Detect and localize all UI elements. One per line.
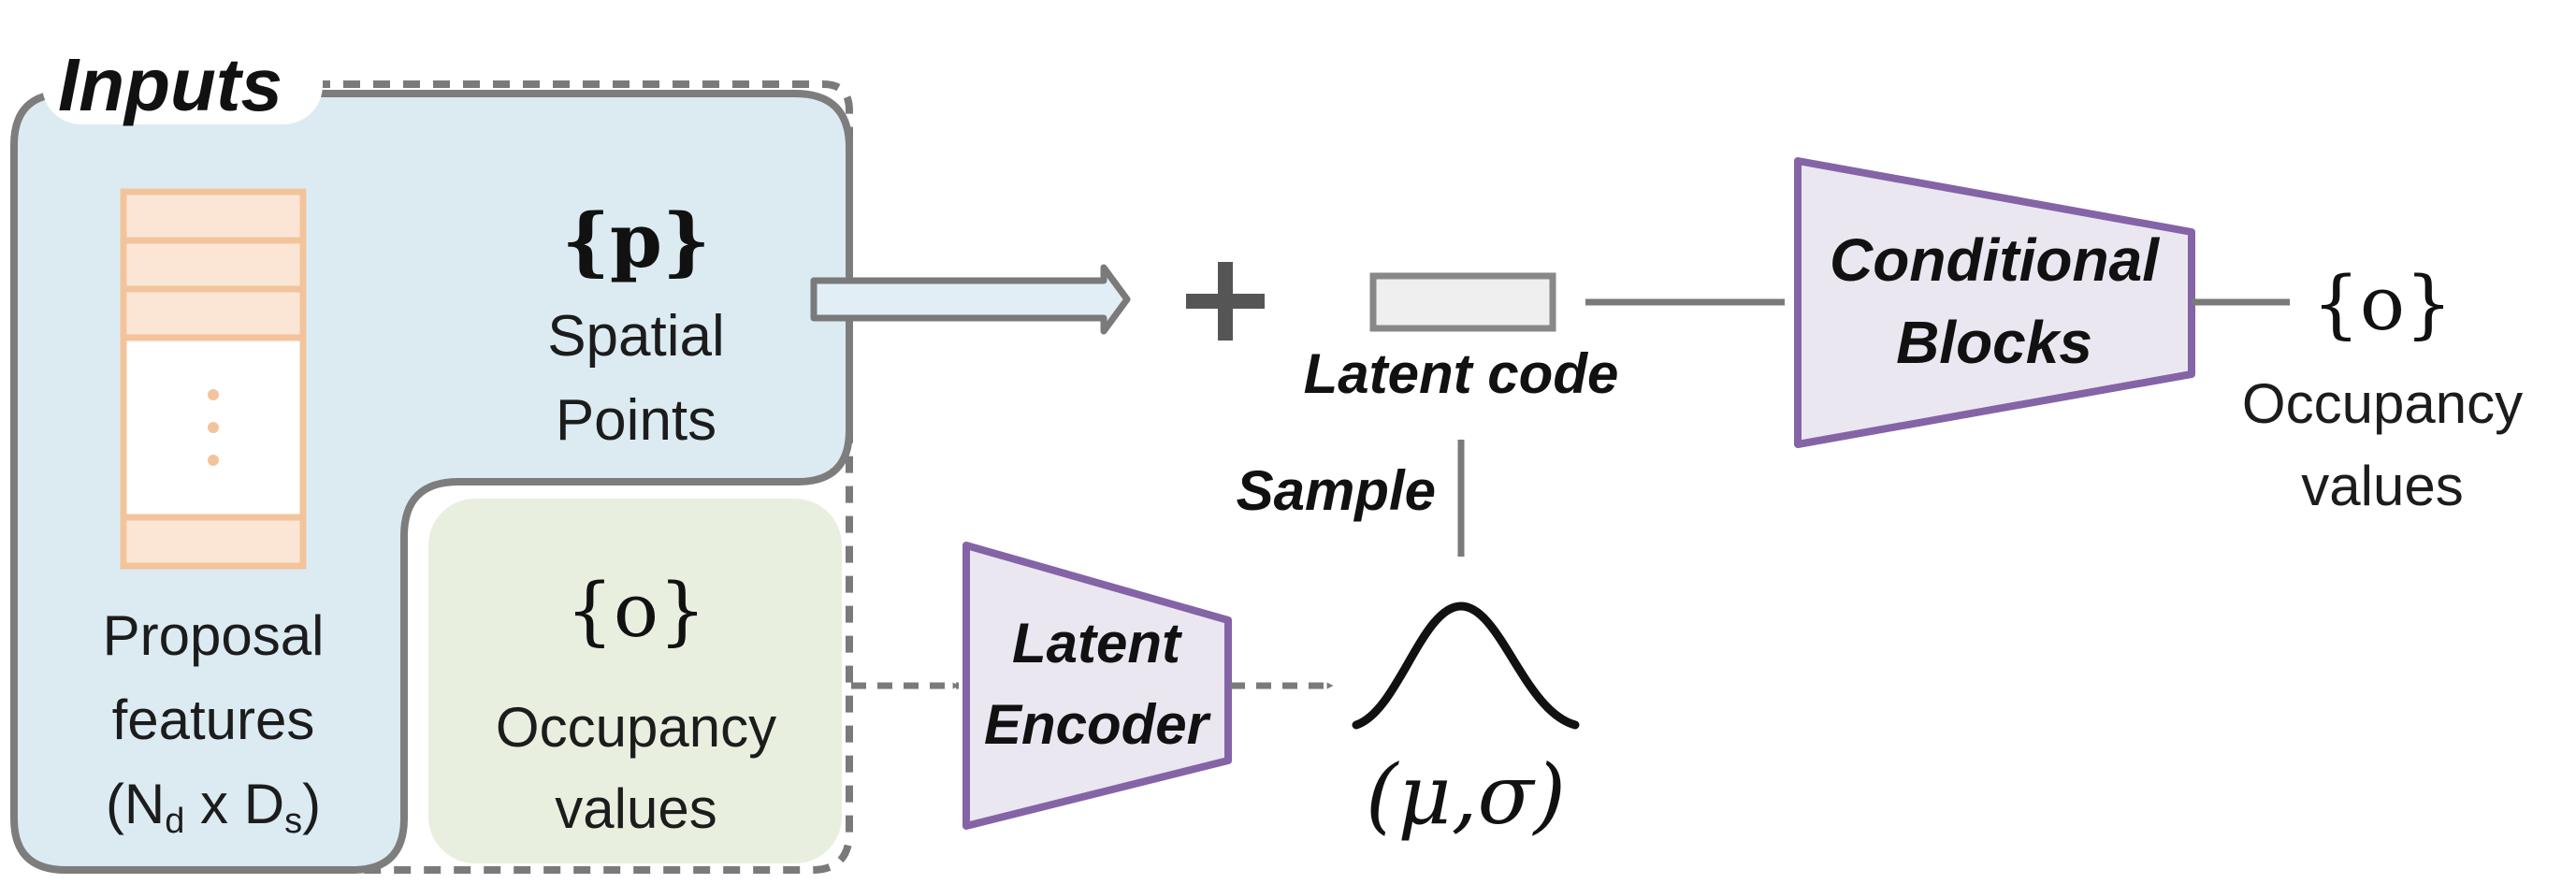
proposal-features-line1: Proposal <box>103 604 325 667</box>
inputs-title-badge <box>42 42 323 124</box>
occupancy-input-line1: Occupancy <box>496 696 776 759</box>
conditional-blocks-line2: Blocks <box>1896 309 2092 376</box>
proposal-feature-stack <box>120 188 307 570</box>
ellipsis-dot <box>208 422 219 433</box>
latent-encoder-line1: Latent <box>1012 612 1183 674</box>
conditional-blocks-line1: Conditional <box>1830 226 2160 294</box>
proposal-features-line2: features <box>112 688 315 751</box>
feature-row <box>120 237 307 293</box>
occupancy-input-line2: values <box>555 777 716 840</box>
feature-row <box>120 514 307 570</box>
occupancy-input-panel <box>428 499 842 863</box>
spatial-points-line2: Points <box>556 388 716 453</box>
latent-code-label: Latent code <box>1304 342 1619 405</box>
feature-row <box>120 188 307 244</box>
distribution-label: (μ,σ) <box>1366 746 1566 843</box>
plus-sign <box>1186 262 1265 341</box>
occupancy-dashed-outline <box>313 80 853 874</box>
occupancy-input-symbol: {o} <box>566 567 706 654</box>
inputs-title: Inputs <box>58 43 282 126</box>
ellipsis-dot <box>208 389 219 400</box>
feature-row <box>120 285 307 341</box>
occupancy-output-line2: values <box>2301 455 2463 517</box>
latent-code-box <box>1369 272 1556 332</box>
latent-encoder-line2: Encoder <box>984 693 1212 756</box>
occupancy-output-line1: Occupancy <box>2242 372 2523 435</box>
spatial-points-line1: Spatial <box>547 304 725 369</box>
conditional-blocks <box>1794 157 2195 448</box>
latent-encoder <box>962 542 1232 830</box>
ellipsis-dot <box>208 455 219 466</box>
spatial-points-symbol: {p} <box>562 196 711 284</box>
spatial-points-arrow <box>810 264 1131 335</box>
occupancy-output-symbol: {o} <box>2312 260 2453 347</box>
sample-label: Sample <box>1237 459 1436 522</box>
gaussian-curve-icon <box>1352 601 1580 730</box>
